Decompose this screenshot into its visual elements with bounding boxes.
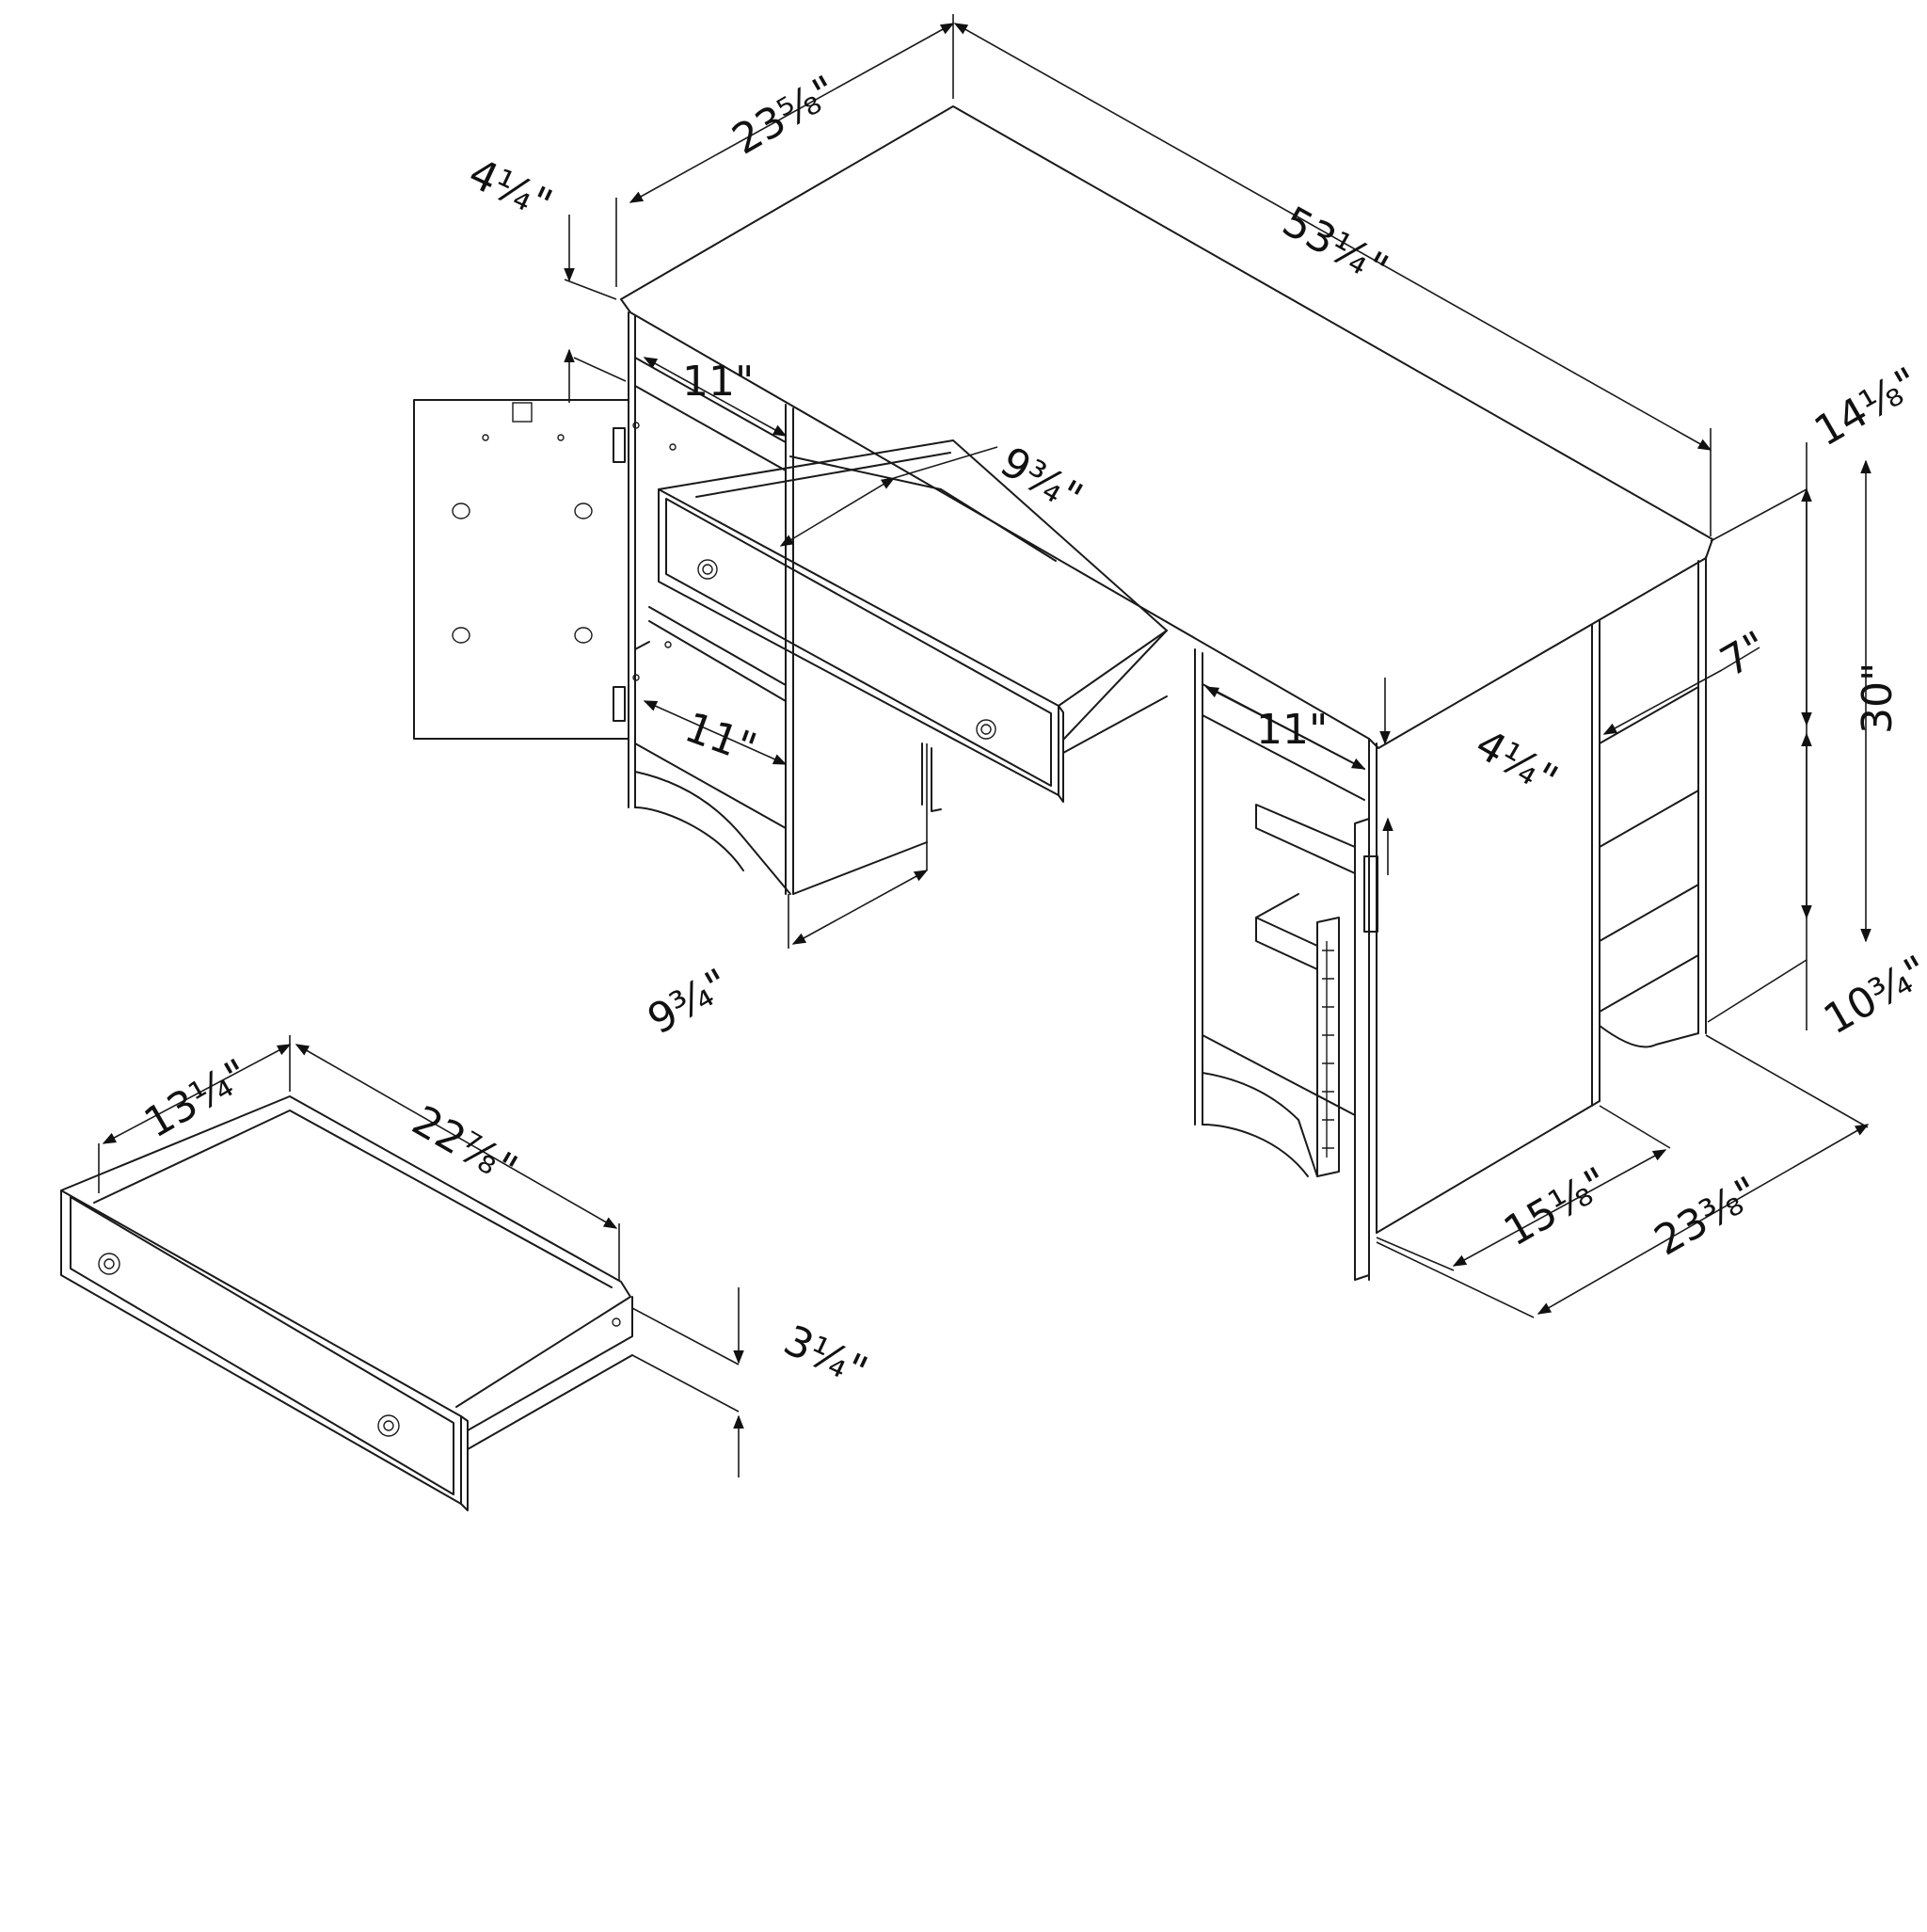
label-desk-depth-bottom: 23⅜"	[1647, 1168, 1767, 1266]
label-top-apron-right: 4¼"	[1468, 720, 1566, 805]
label-desk-depth-top: 23⅝"	[725, 67, 845, 165]
label-drawer-depth: 13¼"	[136, 1050, 257, 1148]
label-side-opening: 7"	[1712, 622, 1776, 686]
label-desk-width: 53¼"	[1275, 198, 1396, 294]
center-drawer-open	[658, 439, 1168, 812]
label-top-apron-left: 4¼"	[461, 150, 559, 230]
label-kneehole-depth: 9¾"	[640, 960, 738, 1045]
label-drawer-inner-depth: 9¾"	[993, 438, 1091, 522]
label-lower-height: 10¾"	[1816, 947, 1927, 1045]
loose-drawer-drawing	[60, 1095, 633, 1511]
left-door-open	[413, 399, 677, 740]
label-total-height: 30"	[1854, 663, 1902, 734]
dimension-lines	[98, 14, 1871, 1477]
left-pedestal	[628, 311, 928, 895]
label-upper-shelf-depth-left: 11"	[682, 358, 754, 406]
desk-drawing	[413, 105, 1713, 1281]
label-upper-height: 14⅛"	[1807, 359, 1927, 456]
label-lower-shelf-depth-left: 11"	[678, 703, 762, 773]
dimension-labels: 23⅝" 53¼" 4¼" 11" 11" 9¾" 9¾" 11" 4¼" 14…	[136, 67, 1927, 1396]
label-drawer-width: 22⅞"	[405, 1096, 525, 1194]
label-shelf-depth-right: 11"	[1256, 706, 1328, 754]
label-cabinet-depth: 15⅛"	[1496, 1158, 1616, 1256]
right-door-open	[1316, 818, 1378, 1281]
right-side-shelving	[1591, 556, 1707, 1107]
label-drawer-height: 3¼"	[776, 1317, 874, 1397]
